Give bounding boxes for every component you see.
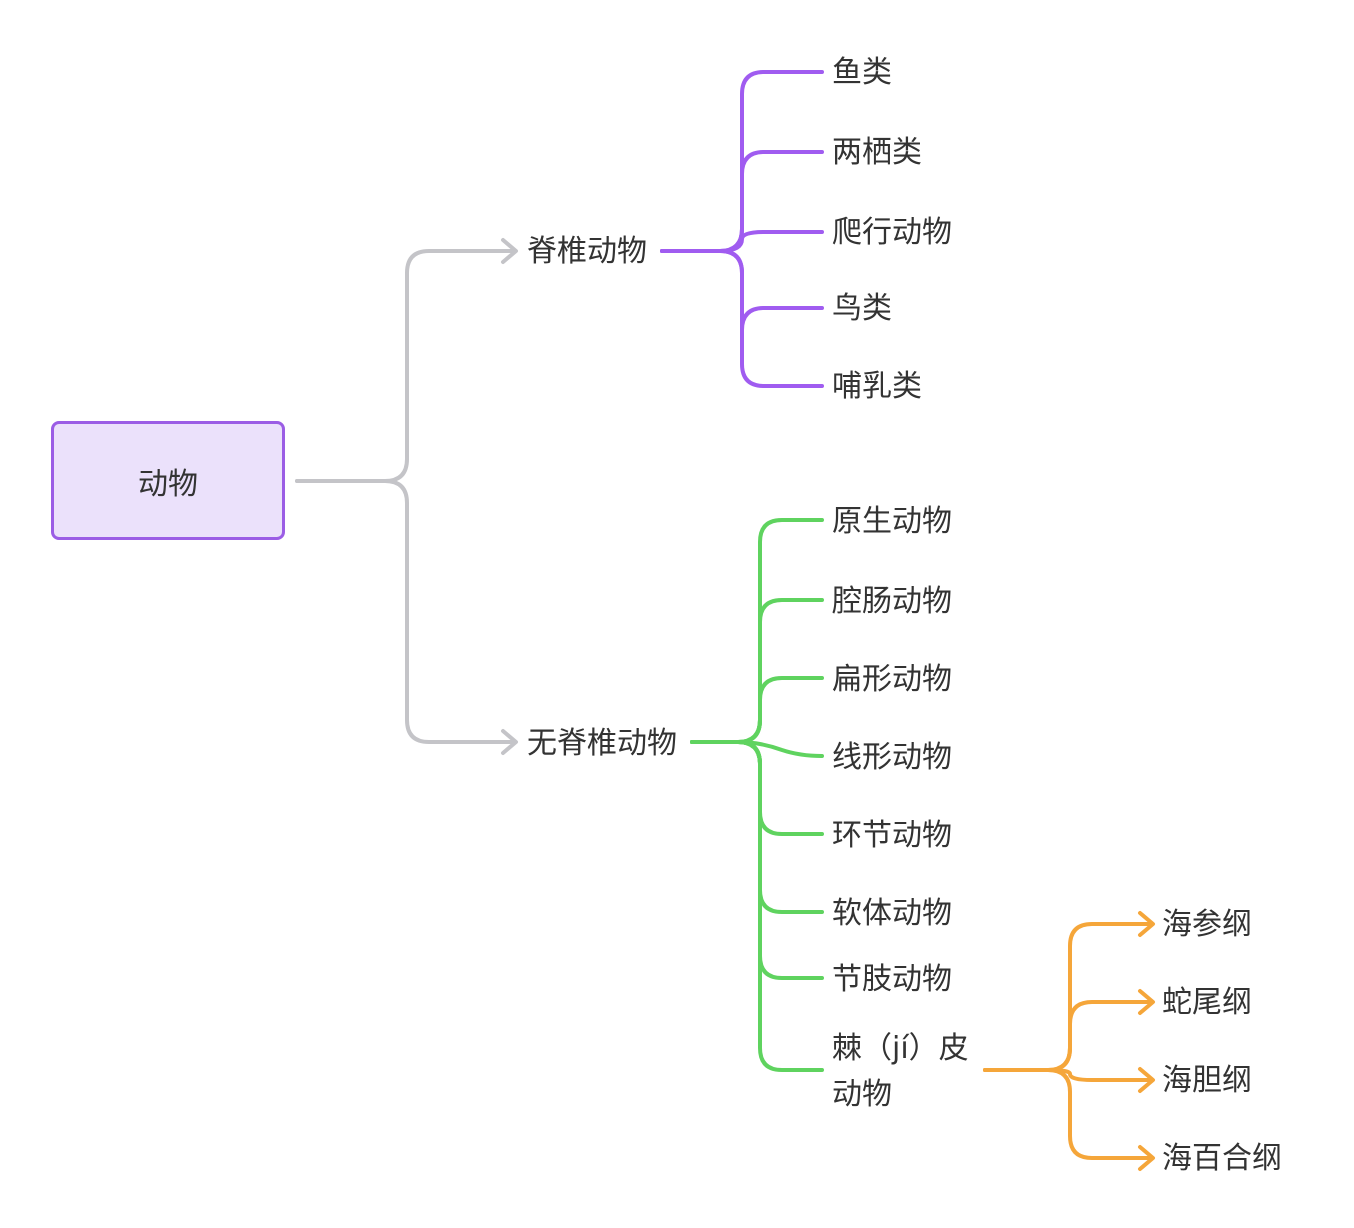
root-node[interactable]: 动物 [51, 421, 285, 540]
link-protozoa [690, 518, 824, 744]
link-ophiuroidea [983, 1000, 1152, 1072]
link-arthropoda [690, 740, 824, 980]
arrow-vertebrate [501, 238, 518, 264]
link-root-invertebrate [295, 479, 516, 744]
arrow-invertebrate [501, 729, 518, 755]
link-mollusca [690, 740, 824, 914]
link-reptile [660, 230, 824, 253]
node-crinoidea[interactable]: 海百合纲 [1162, 1141, 1282, 1176]
node-ophiuroidea[interactable]: 蛇尾纲 [1162, 985, 1252, 1020]
root-label: 动物 [138, 466, 198, 502]
link-root-vertebrate [295, 249, 516, 483]
node-echinoidea[interactable]: 海胆纲 [1162, 1063, 1252, 1098]
node-invertebrate[interactable]: 无脊椎动物 [527, 726, 677, 761]
arrow-holothuroidea [1138, 911, 1155, 937]
node-mammal[interactable]: 哺乳类 [832, 369, 922, 404]
link-crinoidea [983, 1068, 1152, 1160]
link-echinodermata [690, 740, 824, 1072]
node-protozoa[interactable]: 原生动物 [832, 504, 952, 539]
node-annelida[interactable]: 环节动物 [832, 818, 952, 853]
node-vertebrate[interactable]: 脊椎动物 [527, 234, 647, 269]
arrow-ophiuroidea [1138, 989, 1155, 1015]
node-bird[interactable]: 鸟类 [832, 291, 892, 326]
node-cnidaria[interactable]: 腔肠动物 [832, 584, 952, 619]
link-cnidaria [690, 598, 824, 744]
node-mollusca[interactable]: 软体动物 [832, 896, 952, 931]
link-platyhelminthes [690, 676, 824, 744]
node-fish[interactable]: 鱼类 [832, 55, 892, 90]
node-echinodermata[interactable]: 棘（jí）皮动物 [832, 1031, 969, 1112]
node-amphibian[interactable]: 两栖类 [832, 135, 922, 170]
node-arthropoda[interactable]: 节肢动物 [832, 962, 952, 997]
node-holothuroidea[interactable]: 海参纲 [1162, 907, 1252, 942]
link-holothuroidea [983, 922, 1152, 1072]
link-mammal [660, 249, 824, 388]
node-nematoda[interactable]: 线形动物 [832, 740, 952, 775]
node-reptile[interactable]: 爬行动物 [832, 215, 952, 250]
arrow-crinoidea [1138, 1145, 1155, 1171]
node-platyhelminthes[interactable]: 扁形动物 [832, 662, 952, 697]
arrow-echinoidea [1138, 1067, 1155, 1093]
